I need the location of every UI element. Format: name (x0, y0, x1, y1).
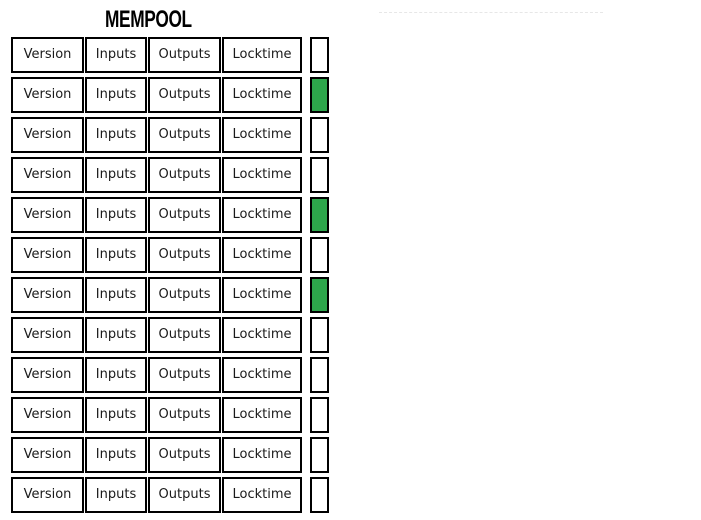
version-field: Version (11, 237, 84, 273)
inputs-field: Inputs (85, 357, 147, 393)
transaction-fields: Version Inputs Outputs Locktime (11, 77, 302, 113)
inputs-field: Inputs (85, 197, 147, 233)
transaction-row: Version Inputs Outputs Locktime (11, 397, 329, 433)
version-field: Version (11, 397, 84, 433)
tx-status-indicator-white (310, 37, 329, 73)
transaction-row: Version Inputs Outputs Locktime (11, 477, 329, 513)
transaction-fields: Version Inputs Outputs Locktime (11, 477, 302, 513)
version-field: Version (11, 37, 84, 73)
version-field: Version (11, 437, 84, 473)
transaction-fields: Version Inputs Outputs Locktime (11, 117, 302, 153)
tx-status-indicator-white (310, 317, 329, 353)
locktime-field: Locktime (222, 157, 302, 193)
tx-status-indicator-green (310, 277, 329, 313)
tx-status-indicator-white (310, 117, 329, 153)
inputs-field: Inputs (85, 317, 147, 353)
version-field: Version (11, 357, 84, 393)
tx-status-indicator-white (310, 157, 329, 193)
outputs-field: Outputs (148, 277, 221, 313)
locktime-field: Locktime (222, 357, 302, 393)
outputs-field: Outputs (148, 157, 221, 193)
outputs-field: Outputs (148, 437, 221, 473)
tx-status-indicator-white (310, 237, 329, 273)
inputs-field: Inputs (85, 157, 147, 193)
version-field: Version (11, 77, 84, 113)
transaction-row: Version Inputs Outputs Locktime (11, 317, 329, 353)
transaction-list: Version Inputs Outputs Locktime Version … (11, 37, 329, 517)
transaction-row: Version Inputs Outputs Locktime (11, 117, 329, 153)
inputs-field: Inputs (85, 397, 147, 433)
outputs-field: Outputs (148, 317, 221, 353)
inputs-field: Inputs (85, 477, 147, 513)
inputs-field: Inputs (85, 437, 147, 473)
transaction-fields: Version Inputs Outputs Locktime (11, 397, 302, 433)
locktime-field: Locktime (222, 277, 302, 313)
version-field: Version (11, 317, 84, 353)
tx-status-indicator-white (310, 437, 329, 473)
outputs-field: Outputs (148, 117, 221, 153)
tx-status-indicator-white (310, 397, 329, 433)
tx-status-indicator-white (310, 357, 329, 393)
locktime-field: Locktime (222, 37, 302, 73)
dashed-line-decoration (379, 12, 603, 13)
outputs-field: Outputs (148, 237, 221, 273)
inputs-field: Inputs (85, 77, 147, 113)
transaction-row: Version Inputs Outputs Locktime (11, 157, 329, 193)
inputs-field: Inputs (85, 37, 147, 73)
transaction-fields: Version Inputs Outputs Locktime (11, 37, 302, 73)
outputs-field: Outputs (148, 477, 221, 513)
locktime-field: Locktime (222, 197, 302, 233)
transaction-row: Version Inputs Outputs Locktime (11, 197, 329, 233)
locktime-field: Locktime (222, 477, 302, 513)
outputs-field: Outputs (148, 37, 221, 73)
transaction-fields: Version Inputs Outputs Locktime (11, 197, 302, 233)
transaction-fields: Version Inputs Outputs Locktime (11, 157, 302, 193)
tx-status-indicator-white (310, 477, 329, 513)
tx-status-indicator-green (310, 77, 329, 113)
transaction-fields: Version Inputs Outputs Locktime (11, 317, 302, 353)
locktime-field: Locktime (222, 397, 302, 433)
locktime-field: Locktime (222, 437, 302, 473)
locktime-field: Locktime (222, 117, 302, 153)
transaction-row: Version Inputs Outputs Locktime (11, 437, 329, 473)
outputs-field: Outputs (148, 357, 221, 393)
transaction-row: Version Inputs Outputs Locktime (11, 277, 329, 313)
outputs-field: Outputs (148, 397, 221, 433)
transaction-row: Version Inputs Outputs Locktime (11, 237, 329, 273)
transaction-row: Version Inputs Outputs Locktime (11, 37, 329, 73)
transaction-fields: Version Inputs Outputs Locktime (11, 237, 302, 273)
version-field: Version (11, 277, 84, 313)
version-field: Version (11, 157, 84, 193)
version-field: Version (11, 477, 84, 513)
locktime-field: Locktime (222, 77, 302, 113)
inputs-field: Inputs (85, 277, 147, 313)
transaction-fields: Version Inputs Outputs Locktime (11, 277, 302, 313)
locktime-field: Locktime (222, 317, 302, 353)
version-field: Version (11, 197, 84, 233)
inputs-field: Inputs (85, 117, 147, 153)
outputs-field: Outputs (148, 197, 221, 233)
outputs-field: Outputs (148, 77, 221, 113)
transaction-row: Version Inputs Outputs Locktime (11, 77, 329, 113)
version-field: Version (11, 117, 84, 153)
inputs-field: Inputs (85, 237, 147, 273)
transaction-fields: Version Inputs Outputs Locktime (11, 437, 302, 473)
transaction-row: Version Inputs Outputs Locktime (11, 357, 329, 393)
page-title: MEMPOOL (105, 6, 192, 33)
tx-status-indicator-green (310, 197, 329, 233)
transaction-fields: Version Inputs Outputs Locktime (11, 357, 302, 393)
locktime-field: Locktime (222, 237, 302, 273)
